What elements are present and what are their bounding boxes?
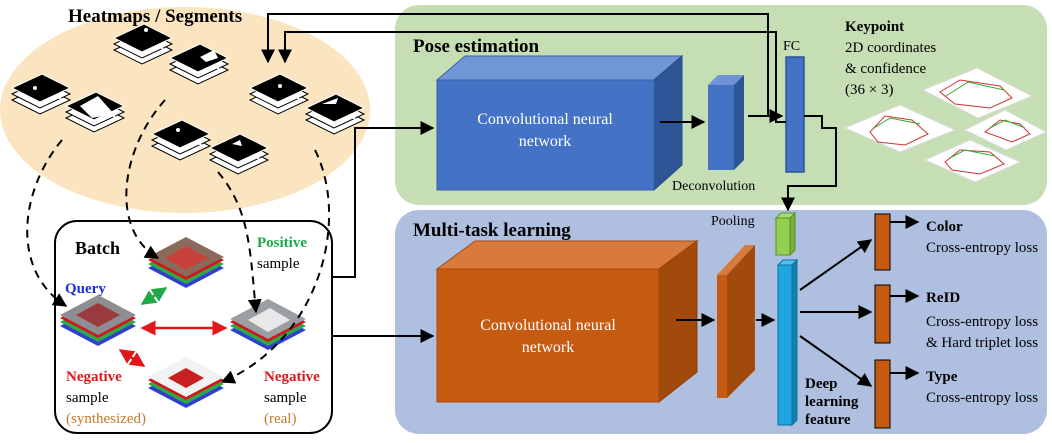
query-negative-syn-arrow <box>118 348 146 368</box>
positive-label-2: sample <box>257 256 300 272</box>
keypoint-line-1: 2D coordinates <box>845 40 936 56</box>
heatmap-stacks <box>11 23 365 175</box>
fc-label: FC <box>783 39 800 54</box>
negative-syn-label-1: Negative <box>66 369 122 385</box>
query-label: Query <box>65 281 106 297</box>
color-title: Color <box>926 219 963 235</box>
keypoint-line-3: (36 × 3) <box>845 82 893 98</box>
negative-syn-label-2: sample <box>66 390 109 406</box>
feature-label-3: feature <box>805 412 851 428</box>
deconvolution-label: Deconvolution <box>672 179 755 194</box>
feature-label-1: Deep <box>805 376 838 392</box>
pooling-block <box>775 217 791 256</box>
mtl-cnn-block: Convolutional neural network <box>435 240 699 404</box>
negative-real-label-3: (real) <box>264 411 296 427</box>
heatmap-dashed-arrows <box>26 99 331 384</box>
multitask-title: Multi-task learning <box>413 220 571 241</box>
type-title: Type <box>926 369 958 385</box>
type-loss: Cross-entropy loss <box>926 390 1038 406</box>
color-head-block <box>874 213 891 271</box>
query-image <box>60 295 136 346</box>
negative-syn-label-3: (synthesized) <box>66 411 146 427</box>
heatmap-region <box>0 7 370 213</box>
pose-cnn-block: Convolutional neural network <box>435 54 684 192</box>
keypoint-images <box>843 67 1048 183</box>
negative-real-label-2: sample <box>264 390 307 406</box>
heatmaps-title: Heatmaps / Segments <box>68 6 242 27</box>
negative-synthesized-image <box>148 357 224 408</box>
pose-cnn-label-2: network <box>519 133 571 150</box>
flow-arrows <box>261 13 920 387</box>
deconvolution-block <box>708 75 744 170</box>
query-positive-arrow <box>140 286 168 306</box>
type-head-block <box>874 359 891 429</box>
positive-sample-image <box>148 237 224 288</box>
reid-loss-1: Cross-entropy loss <box>926 314 1038 330</box>
color-loss: Cross-entropy loss <box>926 240 1038 256</box>
keypoint-title: Keypoint <box>845 19 904 35</box>
mtl-conv-block <box>717 245 755 398</box>
fc-block <box>785 56 805 173</box>
reid-loss-2: & Hard triplet loss <box>926 335 1038 351</box>
positive-label-1: Positive <box>257 235 307 251</box>
feature-vector-block <box>777 264 793 426</box>
negative-real-label-1: Negative <box>264 369 320 385</box>
mtl-cnn-label-1: Convolutional neural <box>480 317 616 334</box>
keypoint-line-2: & confidence <box>845 61 927 77</box>
pose-estimation-title: Pose estimation <box>413 36 540 57</box>
pooling-label: Pooling <box>711 214 755 229</box>
batch-title: Batch <box>75 238 120 258</box>
reid-title: ReID <box>926 290 960 306</box>
feature-label-2: learning <box>805 394 859 410</box>
pose-cnn-label-1: Convolutional neural <box>477 111 613 128</box>
reid-head-block <box>874 284 891 344</box>
mtl-cnn-label-2: network <box>522 339 574 356</box>
